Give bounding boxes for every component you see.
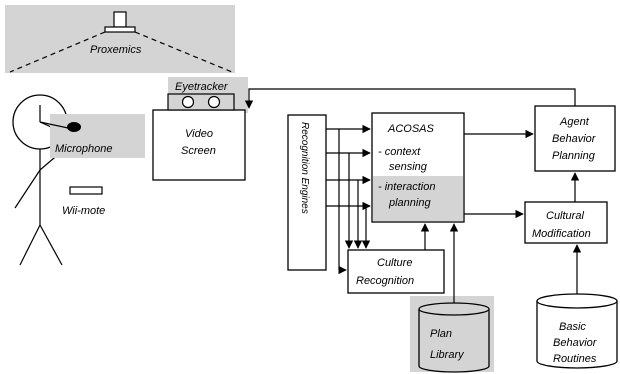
basic-behavior-routines-line1: Basic: [559, 321, 586, 333]
acosas-item-4: planning: [388, 197, 431, 209]
arrow-agent-to-video-screen: [244, 88, 576, 109]
cultural-modification-line2: Modification: [532, 228, 591, 240]
cultural-modification-box: [524, 201, 608, 244]
eyetracker-label: Eyetracker: [175, 81, 229, 93]
recognition-engines-label: Recognition Engines: [299, 122, 310, 214]
video-screen-label-line1: Video: [185, 128, 213, 140]
plan-library-cylinder: [418, 302, 490, 373]
eyetracker-lens-right-icon: [207, 95, 221, 109]
proxemics-range-line-left: [9, 31, 106, 73]
acosas-title: ACOSAS: [387, 123, 435, 135]
wiimote-label: Wii-mote: [62, 205, 105, 217]
eyetracker-device-icon: [167, 93, 235, 111]
agent-behavior-planning-line3: Planning: [552, 150, 596, 162]
agent-behavior-planning-line2: Behavior: [552, 133, 597, 145]
basic-behavior-routines-line3: Routines: [553, 353, 597, 365]
arm-to-mic: [39, 121, 69, 129]
cultural-modification-line1: Cultural: [546, 210, 584, 222]
acosas-interaction-highlight: [373, 176, 463, 221]
culture-recognition-label-line2: Recognition: [356, 275, 414, 287]
basic-behavior-routines-cylinder: [536, 293, 618, 369]
video-screen-label-line2: Screen: [181, 145, 216, 157]
basic-behavior-routines-line2: Behavior: [553, 337, 598, 349]
microphone-icon: [67, 122, 81, 132]
recognition-engines-box: [287, 114, 327, 271]
ceiling-lamp-icon: [104, 11, 136, 33]
microphone-label: Microphone: [55, 143, 112, 155]
plan-library-label-line1: Plan: [430, 328, 452, 340]
acosas-item-3: - interaction: [378, 181, 435, 193]
agent-behavior-planning-box: [534, 105, 616, 172]
proxemics-label: Proxemics: [90, 44, 142, 56]
wiimote-icon: [69, 186, 103, 195]
eyetracker-lens-left-icon: [181, 95, 195, 109]
culture-recognition-label-line1: Culture: [377, 257, 412, 269]
acosas-item-1: - context: [378, 146, 421, 158]
plan-library-label-line2: Library: [430, 349, 465, 361]
microphone-region: [50, 114, 145, 158]
agent-behavior-planning-line1: Agent: [559, 116, 590, 128]
acosas-item-2: sensing: [389, 161, 428, 173]
culture-recognition-box: [347, 249, 445, 294]
